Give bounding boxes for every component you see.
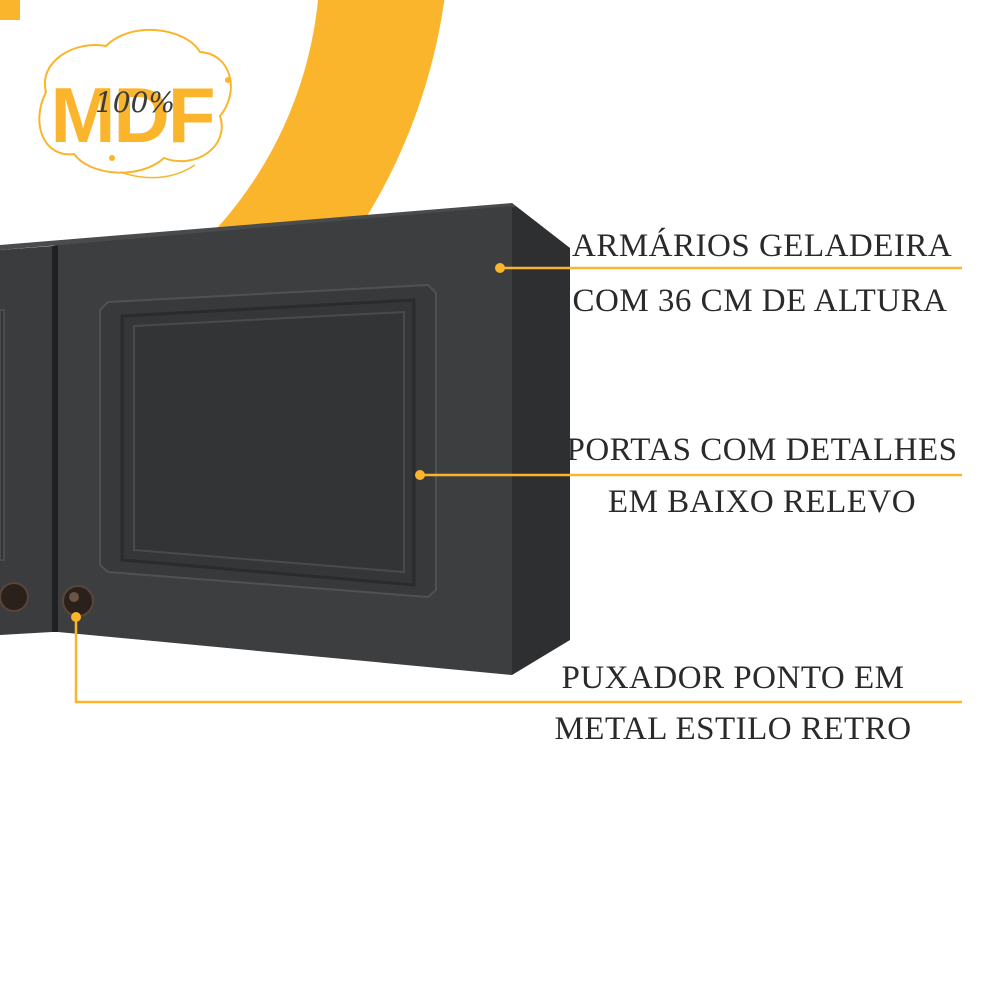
callout-1-line-1: ARMÁRIOS GELADEIRA bbox=[572, 228, 953, 264]
cabinet-side-panel bbox=[512, 203, 570, 675]
left-door bbox=[0, 246, 52, 635]
knob-right-icon bbox=[62, 585, 94, 617]
badge-mdf-text: MDF bbox=[51, 71, 214, 159]
mdf-badge: MDF 100% bbox=[31, 21, 240, 182]
cabinet-top-edge bbox=[0, 203, 516, 250]
callout-dot-1 bbox=[495, 263, 505, 273]
yellow-top-band bbox=[0, 0, 20, 20]
cabinet bbox=[0, 203, 570, 675]
callout-3-line-1: PUXADOR PONTO EM bbox=[561, 660, 905, 696]
callout-dots bbox=[71, 263, 505, 622]
callout-lines bbox=[74, 266, 962, 704]
door-gap bbox=[52, 245, 58, 632]
badge-blob bbox=[31, 21, 240, 182]
callout-dot-2 bbox=[415, 470, 425, 480]
knob-left-icon bbox=[0, 582, 29, 612]
callout-2-line-2: EM BAIXO RELEVO bbox=[607, 484, 917, 520]
callout-3-line-2: METAL ESTILO RETRO bbox=[554, 711, 912, 747]
callout-line-3 bbox=[74, 617, 962, 704]
callout-1-line-2: COM 36 CM DE ALTURA bbox=[572, 283, 948, 319]
callout-dot-3 bbox=[71, 612, 81, 622]
callout-2-line-1: PORTAS COM DETALHES bbox=[566, 432, 958, 468]
door-panel-center bbox=[133, 310, 405, 574]
badge-percent-text: 100% bbox=[95, 86, 175, 119]
left-door-panel bbox=[0, 309, 5, 561]
badge-outline bbox=[38, 28, 232, 174]
